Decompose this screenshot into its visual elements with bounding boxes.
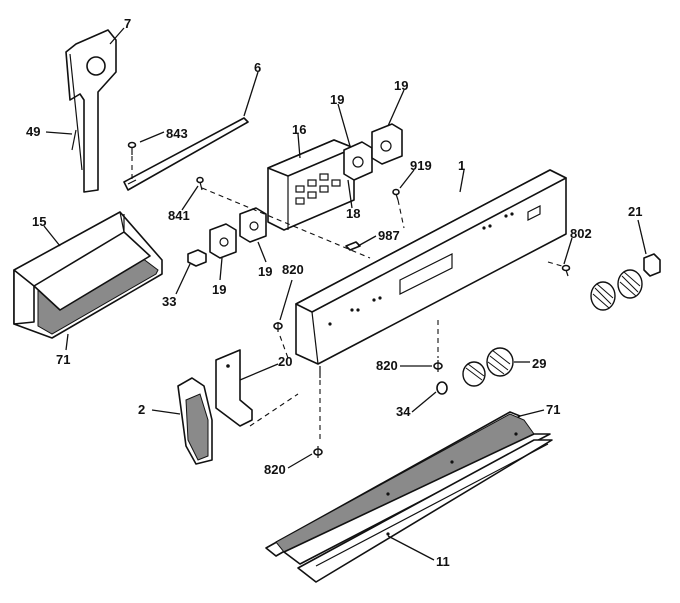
- label-19-lower-left: 19: [212, 282, 226, 297]
- mounting-axis-2: [397, 199, 405, 229]
- label-820-upper: 820: [282, 262, 304, 277]
- label-2: 2: [138, 402, 145, 417]
- label-20: 20: [278, 354, 292, 369]
- label-16: 16: [292, 122, 306, 137]
- label-49: 49: [26, 124, 40, 139]
- knob-29-right-part: [486, 347, 514, 377]
- lower-strip-11-part: [297, 439, 553, 583]
- label-1: 1: [458, 158, 465, 173]
- mounting-axis-1: [201, 187, 371, 259]
- label-33: 33: [162, 294, 176, 309]
- bracket-20-part: [215, 349, 253, 427]
- screw-802-path: [547, 261, 563, 267]
- switch-21-part: [643, 253, 661, 277]
- screw-841-icon: [196, 176, 204, 191]
- screw-843-icon: [127, 141, 137, 155]
- switch-19-lower-left-part: [209, 223, 237, 259]
- switch-19-upper-right-part: [371, 123, 403, 165]
- left-end-channel-part: [13, 211, 163, 339]
- label-11: 11: [436, 554, 450, 569]
- label-71-left: 71: [56, 352, 70, 367]
- label-19-upper-left: 19: [330, 92, 344, 107]
- switch-19-upper-left-part: [343, 141, 373, 181]
- knob-upper-left-part: [590, 281, 616, 311]
- bracket-20-guide: [249, 393, 299, 427]
- control-panel-part: [295, 169, 567, 378]
- label-843: 843: [166, 126, 188, 141]
- clock-module-part: [267, 139, 355, 231]
- label-34: 34: [396, 404, 411, 419]
- part-number-labels: 7 6 49 843 16 19 19 841 18 919 1 15 987 …: [26, 16, 642, 569]
- clip-987-part: [345, 241, 361, 251]
- label-15: 15: [32, 214, 46, 229]
- label-6: 6: [254, 60, 261, 75]
- knob-upper-right-part: [617, 269, 643, 299]
- connector-33-part: [187, 249, 207, 267]
- screw-919-icon: [392, 188, 400, 201]
- screw-820-middle-icon: [433, 360, 443, 372]
- label-19-upper-right: 19: [394, 78, 408, 93]
- switch-19-lower-right-part: [239, 207, 267, 243]
- knob-29-left-part: [462, 361, 486, 387]
- mounting-strip-part: [123, 117, 249, 191]
- label-820-lower: 820: [264, 462, 286, 477]
- label-18: 18: [346, 206, 360, 221]
- bottom-trim-71-part: [265, 411, 551, 565]
- leader-lines: [43, 27, 647, 561]
- screw-820-upper-icon: [273, 322, 283, 332]
- label-987: 987: [378, 228, 400, 243]
- screw-802-icon: [561, 264, 571, 277]
- label-919: 919: [410, 158, 432, 173]
- label-29: 29: [532, 356, 546, 371]
- end-cap-2-part: [177, 377, 213, 465]
- label-21: 21: [628, 204, 642, 219]
- label-19-lower-right: 19: [258, 264, 272, 279]
- screw-820-upper-path: [279, 335, 289, 359]
- label-7: 7: [124, 16, 131, 31]
- label-802: 802: [570, 226, 592, 241]
- insert-34-part: [436, 381, 448, 395]
- label-841: 841: [168, 208, 190, 223]
- label-71-right: 71: [546, 402, 560, 417]
- label-820-middle: 820: [376, 358, 398, 373]
- screw-820-lower-icon: [313, 446, 323, 458]
- side-bracket-part: [65, 29, 117, 193]
